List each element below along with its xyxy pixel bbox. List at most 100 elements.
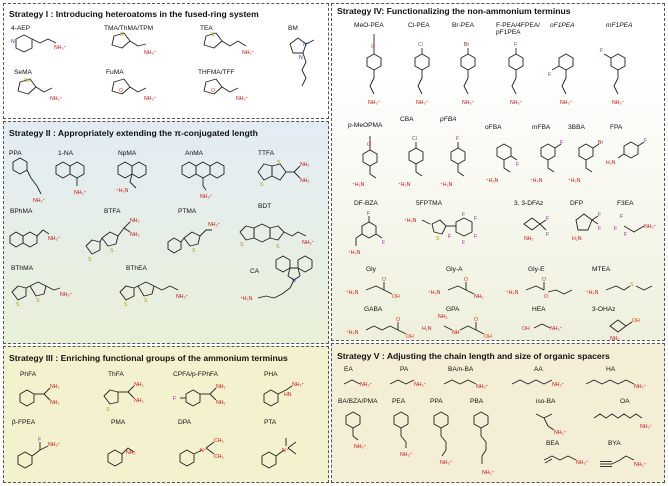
molecule-bphma: NH₃⁺ bbox=[9, 229, 61, 248]
molecule-cl-pea: Cl NH₃⁺ bbox=[414, 42, 430, 106]
strategy2-panel bbox=[3, 121, 329, 344]
molecule-pta: N⁺ bbox=[261, 438, 297, 469]
molecule-pa: NH₃⁺ bbox=[389, 379, 427, 388]
svg-text:F: F bbox=[624, 232, 627, 238]
svg-text:S: S bbox=[106, 407, 110, 413]
molecule-aa: NH₃⁺ bbox=[511, 379, 565, 388]
svg-text:F: F bbox=[474, 216, 477, 222]
label-33dfaz: 3, 3-DFAz bbox=[514, 200, 544, 207]
svg-text:NH₃⁺: NH₃⁺ bbox=[644, 224, 657, 230]
svg-text:S: S bbox=[240, 242, 244, 248]
svg-text:F: F bbox=[173, 396, 176, 402]
svg-text:⁺H₃N: ⁺H₃N bbox=[440, 182, 453, 188]
svg-text:NH₃⁺: NH₃⁺ bbox=[144, 50, 157, 56]
svg-text:H₂N: H₂N bbox=[572, 236, 582, 242]
molecule-cba: Cl ⁺H₃N bbox=[398, 136, 424, 188]
svg-text:OH: OH bbox=[406, 334, 414, 340]
label-aa: AA bbox=[534, 366, 543, 373]
label-mtea: MTEA bbox=[592, 266, 611, 273]
svg-text:OH: OH bbox=[522, 326, 530, 332]
molecule-gpa: NH₂ H₂N NH O OH bbox=[422, 314, 492, 340]
label-bdt: BDT bbox=[258, 203, 272, 210]
label-thfa: ThFA bbox=[108, 371, 124, 378]
molecule-bm: N⁺ N bbox=[289, 37, 315, 87]
svg-text:F: F bbox=[546, 232, 549, 238]
svg-text:⁺H₃N: ⁺H₃N bbox=[568, 178, 581, 184]
svg-text:F: F bbox=[546, 216, 549, 222]
svg-text:F: F bbox=[620, 214, 623, 220]
label-5fptma: 5FPTMA bbox=[416, 200, 443, 207]
molecule-btfa: S S NH₂ NH₂ bbox=[85, 218, 140, 263]
label-mf1pea: mF1PEA bbox=[606, 22, 633, 29]
label-sema: SeMA bbox=[14, 69, 32, 76]
svg-text:O: O bbox=[544, 294, 548, 300]
molecule-dpa: N⁺ CH₃ CH₃ bbox=[179, 438, 224, 467]
label-ttfa: TTFA bbox=[258, 150, 275, 157]
label-ca: CA bbox=[250, 268, 260, 275]
svg-text:NH₂: NH₂ bbox=[134, 382, 144, 388]
svg-text:O: O bbox=[542, 277, 546, 283]
molecule-ttfa: S S NH₂ NH₂ bbox=[257, 160, 310, 188]
svg-text:NH₃⁺: NH₃⁺ bbox=[462, 100, 475, 106]
svg-text:⁺H₃N: ⁺H₃N bbox=[348, 250, 361, 256]
molecule-ofba: F ⁺H₃N bbox=[486, 143, 519, 184]
svg-text:NH₃⁺: NH₃⁺ bbox=[634, 384, 647, 390]
svg-text:NH₂: NH₂ bbox=[50, 384, 60, 390]
molecule-ha: NH₃⁺ bbox=[585, 379, 647, 390]
molecule-fpa: F H₂N bbox=[606, 138, 647, 166]
molecule-bthea: S S NH₃⁺ bbox=[119, 281, 189, 308]
label-tma: TMA/ThMA/TPM bbox=[104, 25, 154, 32]
label-ppa5: PPA bbox=[430, 398, 443, 405]
strategy4-panel bbox=[331, 3, 665, 341]
svg-text:NH₃⁺: NH₃⁺ bbox=[176, 294, 189, 300]
svg-text:⁺H₃N: ⁺H₃N bbox=[240, 296, 253, 302]
svg-text:NH₂: NH₂ bbox=[130, 218, 140, 224]
strategy1-title: Strategy I : Introducing heteroatoms in … bbox=[9, 9, 259, 19]
label-pfba: pFBA bbox=[440, 116, 457, 123]
svg-text:NH₃⁺: NH₃⁺ bbox=[576, 460, 589, 466]
molecule-sema: Se NH₃⁺ bbox=[17, 78, 63, 102]
label-pma: PMA bbox=[111, 419, 126, 426]
svg-text:NH₃⁺: NH₃⁺ bbox=[560, 100, 573, 106]
molecule-3-ohaz: OH NH₂ bbox=[609, 318, 640, 342]
svg-text:N⁺: N⁺ bbox=[200, 448, 207, 454]
svg-text:NH₂: NH₂ bbox=[300, 178, 310, 184]
svg-text:S: S bbox=[276, 244, 280, 250]
svg-text:F: F bbox=[448, 234, 451, 240]
svg-text:⁺H₃N: ⁺H₃N bbox=[346, 330, 359, 336]
svg-text:NH₃⁺: NH₃⁺ bbox=[144, 96, 157, 102]
svg-text:NH₃⁺: NH₃⁺ bbox=[302, 240, 315, 246]
svg-text:NH₃⁺: NH₃⁺ bbox=[476, 384, 489, 390]
svg-text:F: F bbox=[560, 140, 563, 146]
svg-text:NH₃⁺: NH₃⁺ bbox=[414, 382, 427, 388]
svg-text:Cl: Cl bbox=[418, 42, 423, 48]
label-bya: BYA bbox=[608, 440, 621, 447]
label-btheа: BThEA bbox=[126, 265, 147, 272]
svg-text:NH₃⁺: NH₃⁺ bbox=[292, 382, 305, 388]
molecule-pma: NH₂ bbox=[107, 447, 136, 467]
svg-text:S: S bbox=[211, 32, 215, 38]
svg-text:OH: OH bbox=[632, 318, 640, 324]
svg-text:NH₃⁺: NH₃⁺ bbox=[552, 382, 565, 388]
molecule-gaba: ⁺H₃N O OH bbox=[346, 317, 414, 340]
svg-text:N⁺: N⁺ bbox=[282, 448, 289, 454]
label-dfp: DFP bbox=[570, 200, 584, 207]
svg-text:NH₃⁺: NH₃⁺ bbox=[200, 194, 213, 200]
molecule-thfma: O NH₃⁺ bbox=[203, 78, 249, 102]
molecule-33dfaz: F F NH₂ bbox=[523, 216, 549, 242]
svg-text:S: S bbox=[36, 298, 40, 304]
svg-text:F: F bbox=[600, 48, 603, 54]
svg-text:HN: HN bbox=[284, 392, 292, 398]
molecule-ppa: NH₃⁺ bbox=[12, 157, 46, 204]
molecule-ca: N ⁺H₃N bbox=[240, 255, 313, 302]
strategy5-title: Strategy V : Adjusting the chain length … bbox=[337, 351, 610, 361]
label-ha: HA bbox=[606, 366, 616, 373]
molecule-gly: ⁺H₃N O OH bbox=[346, 277, 400, 300]
label-gly-a: Gly-A bbox=[446, 266, 463, 273]
label-bphma: BPhMA bbox=[10, 208, 33, 215]
svg-text:NH₃⁺: NH₃⁺ bbox=[550, 326, 563, 332]
svg-text:O: O bbox=[371, 44, 375, 50]
label-bea: BEA bbox=[546, 440, 560, 447]
strategy4-title: Strategy IV: Functionalizing the non-amm… bbox=[337, 6, 571, 16]
svg-text:OH: OH bbox=[484, 334, 492, 340]
